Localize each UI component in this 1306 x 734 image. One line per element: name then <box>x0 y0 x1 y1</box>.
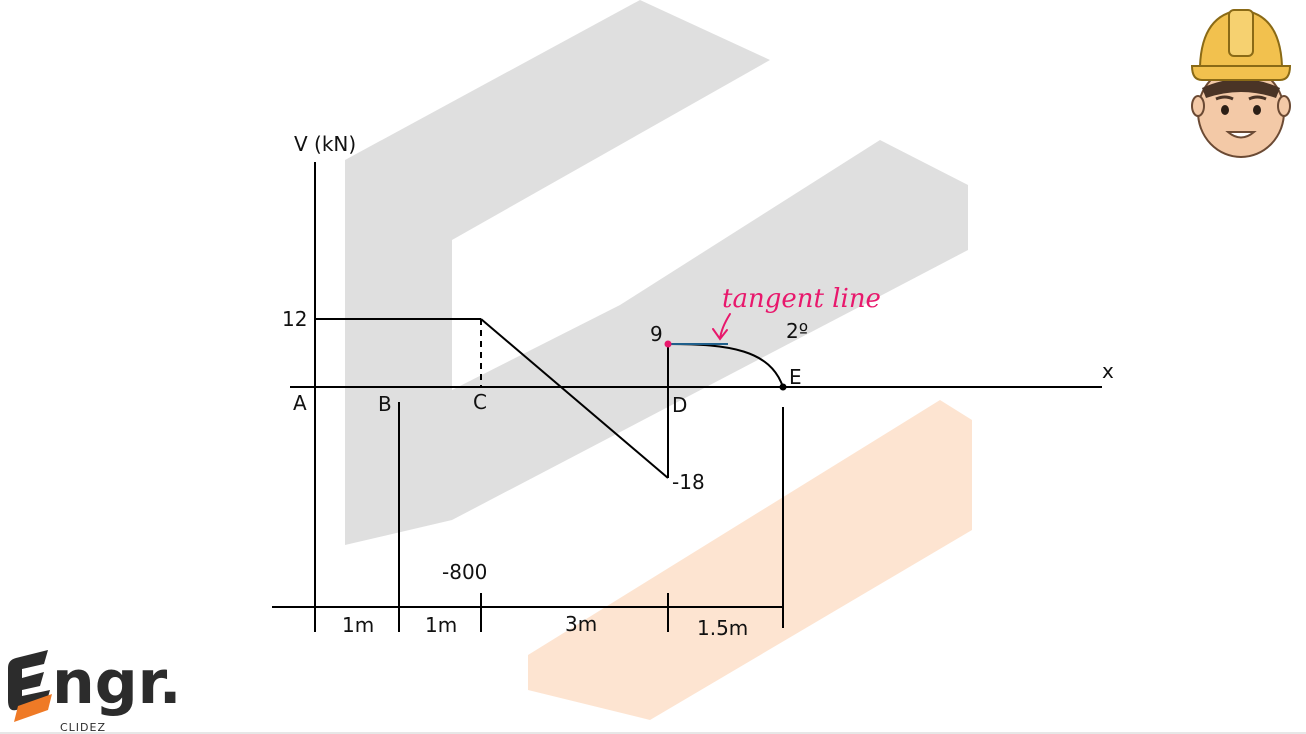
engr-logo-icon: ngr. CLIDEZ <box>8 648 182 734</box>
dimension-label-1: 1m <box>342 613 374 637</box>
annotation-arrow-icon <box>712 313 731 341</box>
x-axis-label: x <box>1102 359 1114 383</box>
logo-main-text: ngr. <box>52 648 182 718</box>
tangent-annotation: tangent line <box>722 284 881 314</box>
point-label-d: D <box>672 393 687 417</box>
point-label-a: A <box>293 391 307 415</box>
watermark-orange-shape <box>528 400 972 720</box>
logo-sub-text: CLIDEZ <box>60 721 106 734</box>
y-axis-label: V (kN) <box>294 132 356 156</box>
value-label-12: 12 <box>282 307 307 331</box>
point-label-e: E <box>789 365 802 389</box>
point-d-marker <box>664 340 672 348</box>
watermark-gray-shape <box>345 0 968 545</box>
value-label-minus18: -18 <box>672 470 705 494</box>
engr-logo-accent <box>14 694 52 722</box>
engr-logo-e-mark <box>8 650 50 711</box>
point-label-c: C <box>473 390 487 414</box>
dimension-label-3: 3m <box>565 612 597 636</box>
engineer-avatar-icon <box>1190 8 1292 158</box>
point-label-b: B <box>378 392 392 416</box>
dimension-label-2: 1m <box>425 613 457 637</box>
shear-line-cd <box>480 318 669 479</box>
dimension-label-4: 1.5m <box>697 616 748 640</box>
watermark <box>345 0 972 720</box>
point-e-marker <box>779 383 787 391</box>
value-label-9: 9 <box>650 322 663 346</box>
value-label-minus800: -800 <box>442 560 487 584</box>
degree-label: 2º <box>786 319 808 343</box>
